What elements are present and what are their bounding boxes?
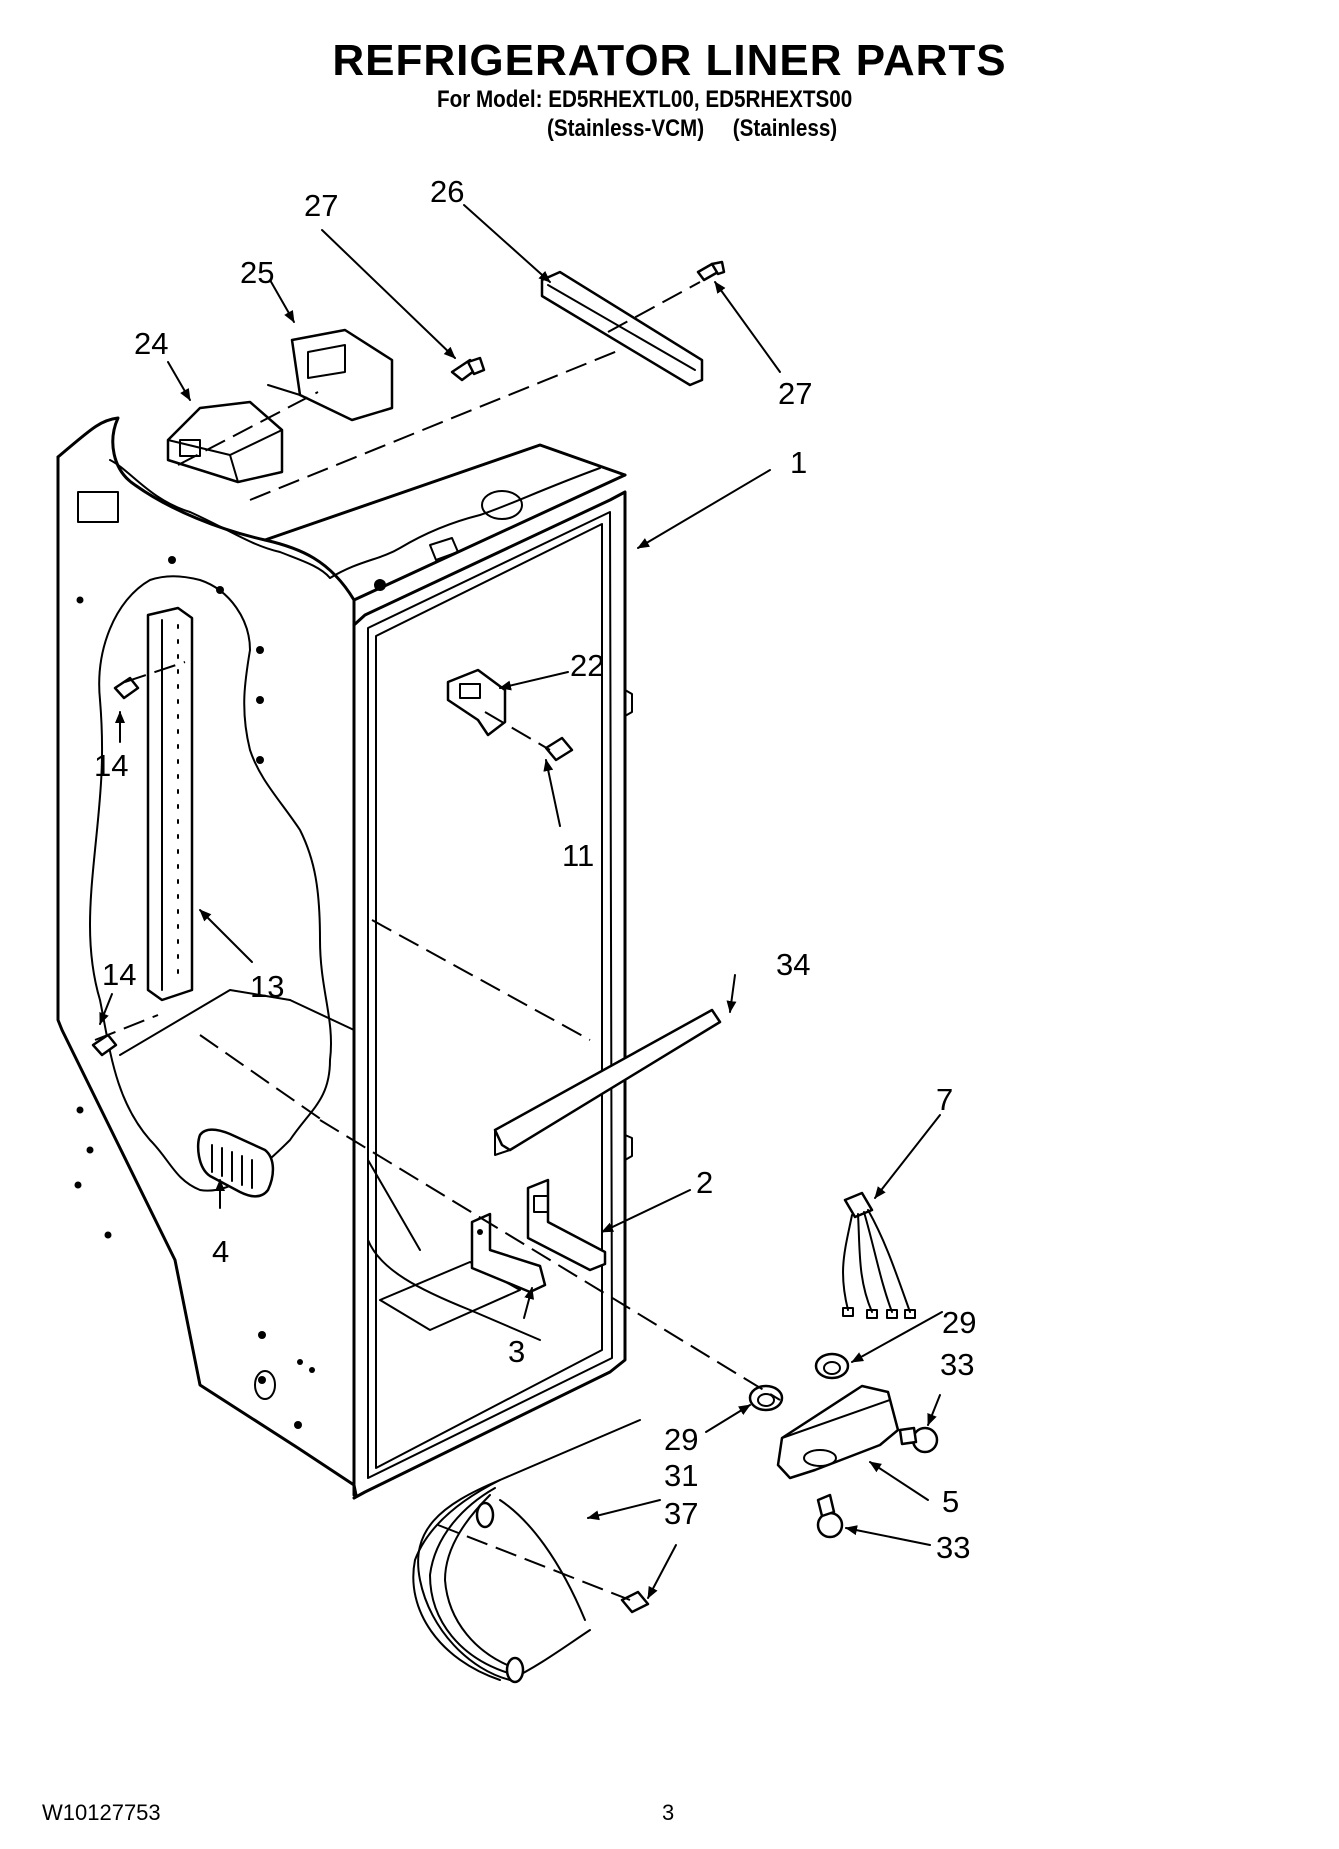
callout-22: 22 xyxy=(570,648,604,683)
callout-37: 37 xyxy=(664,1496,698,1531)
callout-31: 31 xyxy=(664,1458,698,1493)
callout-29-lower: 29 xyxy=(664,1422,698,1457)
part-24-damper-housing xyxy=(166,400,284,484)
callout-33-lower: 33 xyxy=(936,1530,970,1565)
callout-25: 25 xyxy=(240,255,274,290)
document-number: W10127753 xyxy=(42,1800,161,1825)
part-33-bulb-upper xyxy=(898,1426,939,1454)
callout-33-upper: 33 xyxy=(940,1347,974,1382)
callout-2: 2 xyxy=(696,1165,713,1200)
part-2-bracket xyxy=(526,1178,607,1272)
part-5-light-housing xyxy=(776,1384,900,1480)
part-27-screw-left xyxy=(450,356,486,382)
callout-26: 26 xyxy=(430,174,464,209)
part-27-screw-right xyxy=(696,260,726,282)
callout-24: 24 xyxy=(134,326,168,361)
part-31-tubing-coil xyxy=(412,1419,641,1684)
part-13-shelf-rail xyxy=(146,606,194,1002)
part-37-screw xyxy=(620,1590,650,1614)
callout-11: 11 xyxy=(562,838,594,873)
callout-7: 7 xyxy=(936,1082,953,1117)
callout-14-upper: 14 xyxy=(94,748,128,783)
part-11-screw xyxy=(544,736,574,762)
part-26-trim-strip xyxy=(540,270,704,387)
callout-27-right: 27 xyxy=(778,376,812,411)
callout-1: 1 xyxy=(790,445,807,480)
callout-14-lower: 14 xyxy=(102,957,136,992)
callout-27-left: 27 xyxy=(304,188,338,223)
finish-line: (Stainless-VCM) (Stainless) xyxy=(547,115,838,142)
part-22-bracket xyxy=(446,668,507,737)
part-7-wire-harness xyxy=(842,1191,916,1319)
callout-4: 4 xyxy=(212,1234,229,1269)
callout-5: 5 xyxy=(942,1484,959,1519)
callout-labels: 1 2 3 4 5 7 11 13 14 14 22 24 25 26 27 2… xyxy=(94,174,976,1565)
page-number: 3 xyxy=(662,1800,675,1825)
part-34-channel xyxy=(493,1008,722,1156)
part-25-bracket xyxy=(267,328,394,422)
page-title: REFRIGERATOR LINER PARTS xyxy=(332,36,1007,85)
part-29-socket-upper xyxy=(814,1352,850,1380)
callout-29-upper: 29 xyxy=(942,1305,976,1340)
callout-13: 13 xyxy=(250,969,284,1004)
assembly-dash-lines xyxy=(94,281,781,1601)
callout-arrows xyxy=(99,204,943,1599)
part-3-plate xyxy=(470,1212,547,1294)
liner-shell xyxy=(56,416,633,1500)
part-29-socket-lower xyxy=(748,1384,784,1412)
model-line: For Model: ED5RHEXTL00, ED5RHEXTS00 xyxy=(437,86,853,113)
callout-3: 3 xyxy=(508,1334,525,1369)
part-4-vent-grille xyxy=(196,1128,275,1198)
part-33-bulb-lower xyxy=(816,1493,844,1539)
part-14-screw-lower xyxy=(91,1033,118,1057)
callout-34: 34 xyxy=(776,947,810,982)
